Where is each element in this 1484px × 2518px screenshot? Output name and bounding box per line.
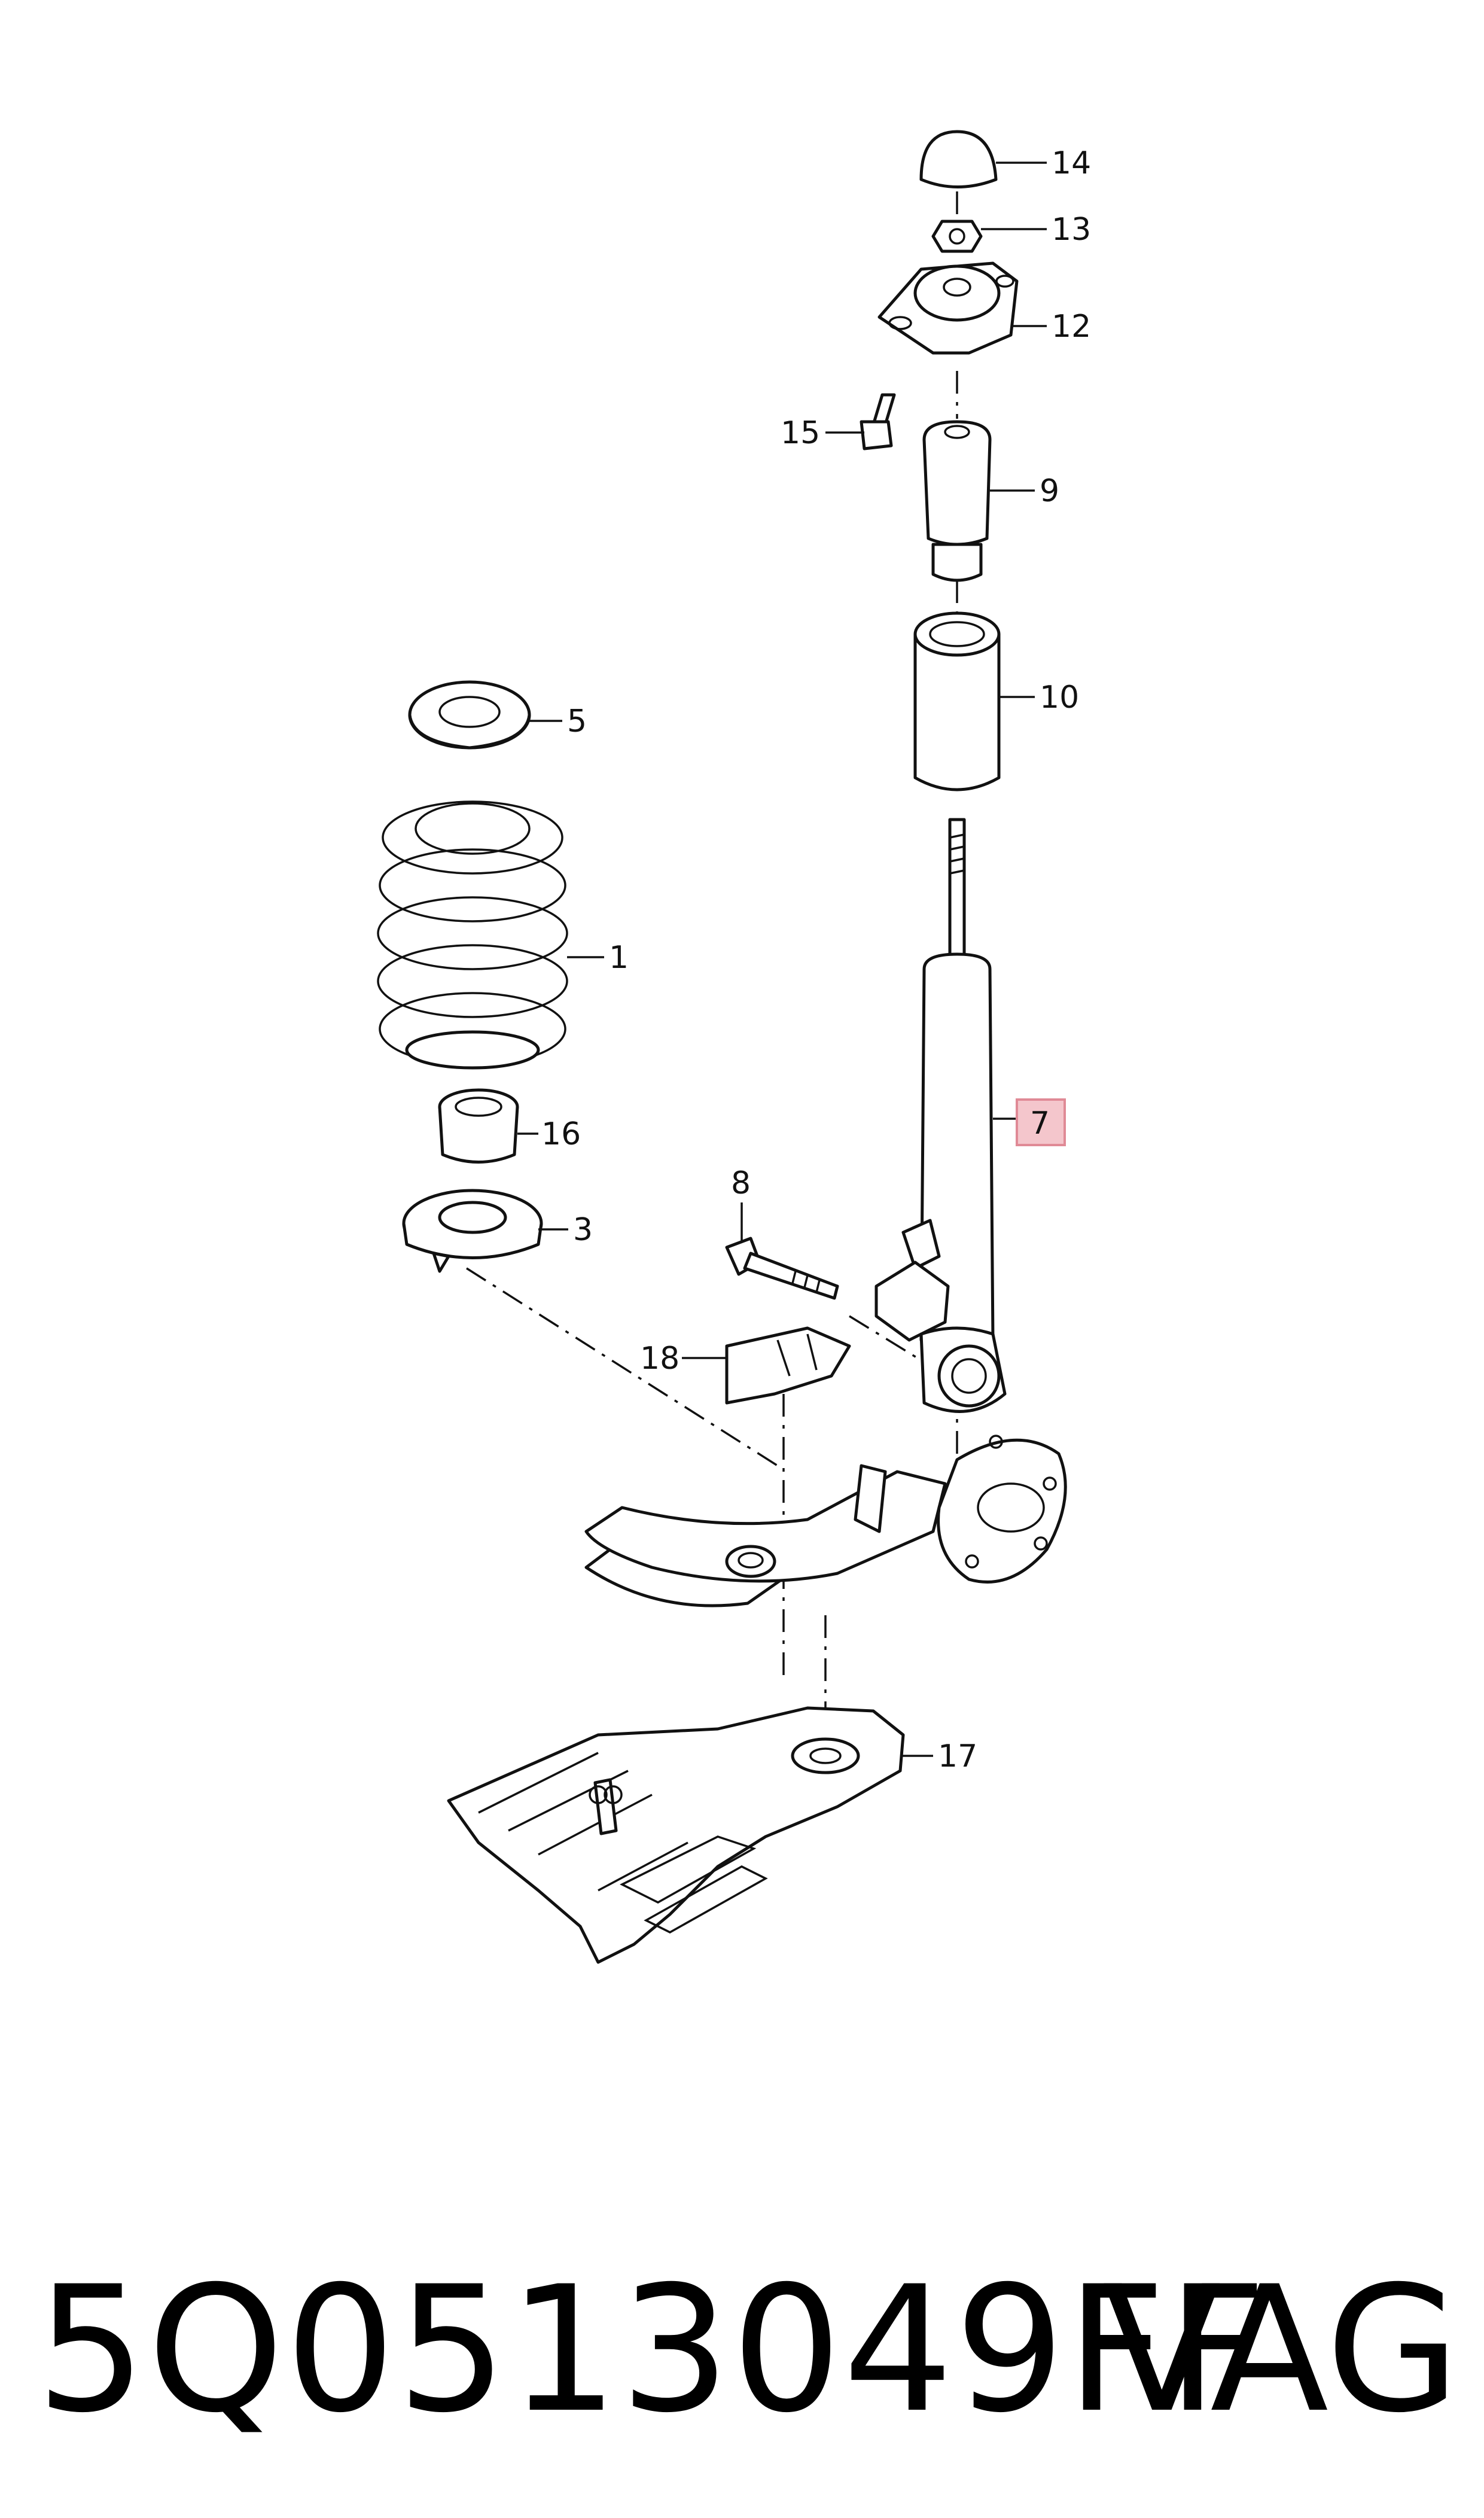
coil-spring-part bbox=[377, 800, 568, 1070]
callout-13: 13 bbox=[1052, 212, 1091, 248]
callout-5: 5 bbox=[567, 704, 587, 739]
axle-beam-part bbox=[584, 1435, 1067, 1607]
bump-stop-part bbox=[922, 420, 992, 582]
callout-14: 14 bbox=[1052, 145, 1091, 181]
exploded-parts-diagram: 14 13 12 15 9 10 5 1 7 16 8 3 18 17 bbox=[377, 130, 1091, 1964]
part-number: 5Q0513049FF bbox=[36, 2249, 1268, 2451]
lower-spring-seat-part bbox=[402, 1189, 543, 1273]
dust-cap-part bbox=[919, 130, 998, 188]
nut-part bbox=[931, 220, 983, 253]
underbody-panel-part bbox=[447, 1706, 905, 1964]
callout-8: 8 bbox=[731, 1165, 751, 1201]
callout-12: 12 bbox=[1052, 309, 1091, 345]
callout-labels: 14 13 12 15 9 10 5 1 7 16 8 3 18 17 bbox=[541, 145, 1091, 1774]
protective-sleeve-part bbox=[913, 611, 1001, 791]
brand-name: VAG bbox=[1102, 2249, 1460, 2451]
deflector-part bbox=[725, 1326, 851, 1405]
callout-9: 9 bbox=[1040, 473, 1059, 509]
spring-insert-part bbox=[438, 1088, 519, 1164]
callout-18: 18 bbox=[640, 1341, 679, 1377]
upper-spring-seat-part bbox=[408, 680, 531, 750]
callout-15: 15 bbox=[781, 415, 820, 451]
top-mount-part bbox=[877, 261, 1019, 355]
callout-1: 1 bbox=[609, 940, 629, 976]
callout-16: 16 bbox=[541, 1116, 581, 1152]
shock-absorber-part bbox=[874, 818, 1007, 1413]
leader-lines bbox=[517, 162, 1047, 1757]
callout-7: 7 bbox=[1030, 1106, 1050, 1141]
callout-17: 17 bbox=[938, 1738, 977, 1774]
callout-10: 10 bbox=[1040, 680, 1079, 715]
callout-3: 3 bbox=[573, 1212, 593, 1248]
highlight-box bbox=[1016, 1098, 1066, 1146]
mount-bolt-part bbox=[860, 393, 896, 450]
lower-bolt-part bbox=[725, 1237, 839, 1300]
